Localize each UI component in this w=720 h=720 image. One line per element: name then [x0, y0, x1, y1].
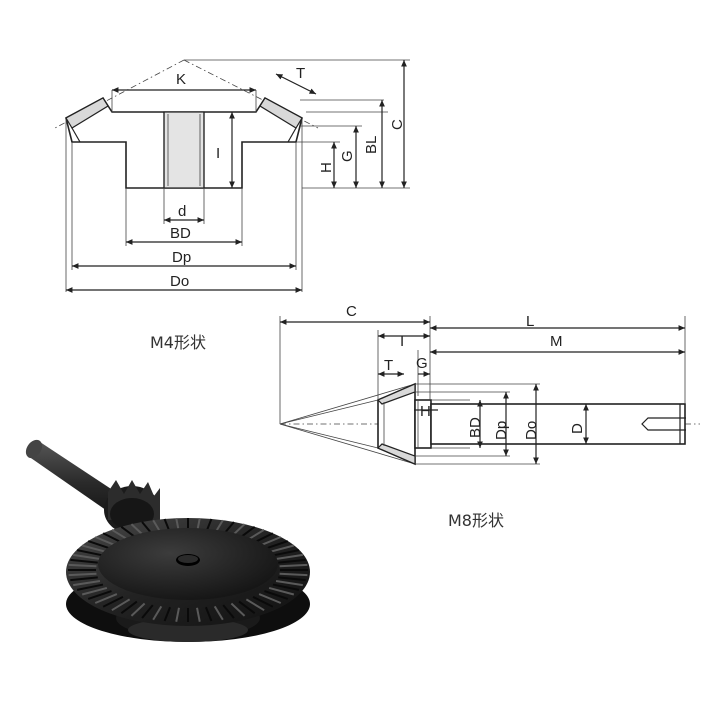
gear-tooth — [111, 598, 131, 612]
m4-label-t: T — [296, 65, 305, 82]
m8-label-t: T — [384, 357, 393, 374]
gear-tooth — [278, 576, 306, 582]
gear-tooth — [258, 593, 282, 604]
gear-tooth — [81, 544, 108, 554]
gear-tooth — [70, 558, 98, 564]
m8-label-g: G — [416, 355, 428, 372]
gear-tooth — [87, 540, 112, 550]
gear-tooth — [205, 606, 213, 622]
m8-label-d: D — [569, 423, 586, 434]
gear-tooth — [76, 549, 104, 557]
gear-tooth — [252, 595, 274, 608]
m4-label-bd: BD — [170, 225, 191, 242]
m8-label-h: H — [420, 403, 431, 420]
m4-caption: M4形状 — [150, 333, 206, 352]
m4-drawing: K T I H G BL C d — [54, 59, 410, 352]
gear-tooth — [70, 576, 98, 582]
gear-tooth — [141, 604, 154, 619]
gear-tooth — [222, 604, 235, 619]
m8-label-bd: BD — [467, 417, 484, 438]
gear-tooth — [175, 607, 180, 622]
m4-label-k: K — [176, 71, 186, 88]
m4-label-g: G — [339, 150, 356, 162]
m4-label-do: Do — [170, 273, 189, 290]
gear-tooth — [272, 583, 300, 591]
gear-tooth — [264, 590, 289, 600]
gear-tooth — [87, 590, 112, 600]
m8-label-i: I — [400, 333, 404, 350]
gear-tooth — [279, 563, 308, 568]
gear-tooth — [238, 600, 256, 615]
m8-label-dp: Dp — [493, 421, 510, 440]
gear-tooth — [163, 606, 171, 622]
m8-drawing: C L I M T G H BD Dp Do — [279, 303, 700, 530]
gear-tooth — [81, 586, 108, 596]
gear-tooth — [73, 553, 101, 560]
gear-tooth — [73, 580, 101, 587]
m8-caption: M8形状 — [448, 511, 504, 530]
m4-label-h: H — [318, 162, 335, 173]
gear-tooth — [268, 544, 295, 554]
m4-label-d: d — [178, 203, 186, 220]
gear-tooth — [102, 595, 124, 608]
gear-tooth — [272, 549, 300, 557]
gear-tooth — [268, 586, 295, 596]
gear-tooth — [264, 540, 289, 550]
m4-label-c: C — [389, 119, 406, 130]
gear-tooth — [94, 593, 118, 604]
gear-tooth — [213, 605, 224, 621]
bevel-gear-pair-photo — [25, 439, 310, 642]
m8-label-m: M — [550, 333, 563, 350]
gear-tooth — [76, 583, 104, 591]
gear-tooth — [130, 602, 146, 617]
m4-label-dp: Dp — [172, 249, 191, 266]
gear-tooth — [196, 607, 201, 622]
m8-label-do: Do — [523, 421, 540, 440]
gear-tooth — [230, 602, 246, 617]
gear-tooth — [278, 558, 306, 564]
gear-tooth — [68, 572, 97, 577]
m4-label-i: I — [216, 145, 220, 162]
gear-tooth — [275, 553, 303, 560]
m8-label-l: L — [526, 313, 534, 330]
gear-tooth — [68, 563, 97, 568]
gear-tooth — [245, 598, 265, 612]
gear-tooth — [152, 605, 163, 621]
gear-tooth — [275, 580, 303, 587]
m4-label-bl: BL — [363, 136, 380, 154]
m8-label-c: C — [346, 303, 357, 320]
gear-tooth — [279, 572, 308, 577]
gear-tooth — [120, 600, 138, 615]
